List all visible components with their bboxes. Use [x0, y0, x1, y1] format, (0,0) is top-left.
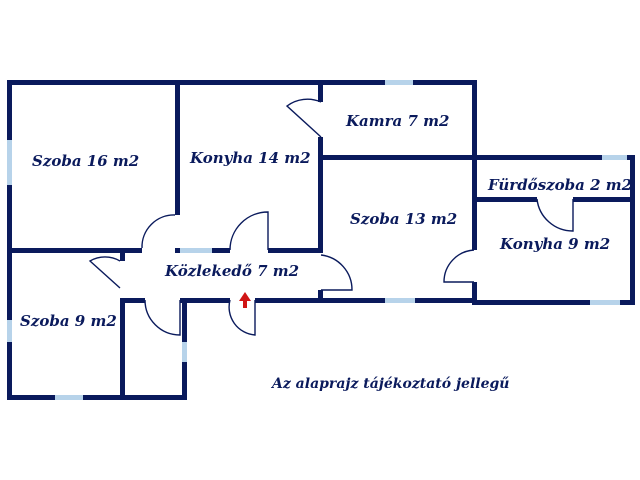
wall-annex-right [630, 155, 635, 305]
room-label-szoba13: Szoba 13 m2 [350, 210, 457, 228]
room-label-szoba9: Szoba 9 m2 [20, 312, 117, 330]
room-label-kozlekedo: Közlekedő 7 m2 [164, 262, 299, 280]
disclaimer-note: Az alaprajz tájékoztató jellegű [270, 376, 509, 392]
wall-kamra-bottom [318, 155, 477, 160]
wall-bottom-left [7, 395, 187, 400]
wall-furdo-bottom [477, 197, 537, 202]
window-left-2 [7, 320, 12, 342]
wall-annex-divider-b [472, 282, 477, 305]
wall-col-2b [318, 137, 323, 252]
room-labels: Szoba 16 m2 Konyha 14 m2 Kamra 7 m2 Fürd… [20, 112, 632, 392]
room-label-szoba16: Szoba 16 m2 [32, 152, 139, 170]
wall-szoba16-bottom [7, 248, 142, 253]
door-konyha14 [229, 211, 269, 251]
wall-corridor-bottom [120, 298, 145, 303]
doors [88, 98, 574, 336]
wall-corridor-bottom-3 [255, 298, 477, 303]
door-szoba9 [144, 299, 181, 336]
door-entrance [228, 299, 256, 336]
arrow-up-icon [239, 292, 251, 308]
room-label-furdoszoba: Fürdőszoba 2 m2 [487, 176, 632, 194]
wall-corridor-bottom-2 [180, 298, 230, 303]
window-top-1 [385, 80, 413, 85]
room-label-kamra: Kamra 7 m2 [345, 112, 449, 130]
wall-szoba13-left-low [472, 245, 477, 250]
wall-annex-top [472, 155, 635, 160]
wall-annex-divider-a [472, 160, 477, 245]
wall-annex-bottom [472, 300, 635, 305]
window-corridor-top [180, 248, 212, 253]
entrance-arrow-icon [239, 292, 251, 308]
wall-col-2 [318, 80, 323, 102]
wall-left [7, 80, 12, 400]
window-left-1 [7, 140, 12, 185]
door-szoba13 [320, 254, 353, 291]
door-konyha14-kamra [285, 98, 322, 138]
window-szoba13-bottom [385, 298, 415, 303]
window-annex-top [602, 155, 627, 160]
window-small-room [182, 342, 187, 362]
wall-col-1 [175, 80, 180, 215]
wall-corridor-right [318, 290, 323, 303]
windows [7, 80, 627, 400]
wall-szoba9-right-top [120, 253, 125, 261]
door-furdoszoba [536, 198, 574, 232]
wall-right-kamra [472, 80, 477, 160]
door-szoba16 [141, 214, 176, 249]
wall-szoba9-right [120, 298, 125, 400]
window-bottom-1 [55, 395, 83, 400]
wall-top-left [7, 80, 477, 85]
wall-konyha14-bottom-2 [268, 248, 323, 253]
room-label-konyha14: Konyha 14 m2 [189, 149, 311, 167]
room-label-konyha9: Konyha 9 m2 [499, 235, 610, 253]
window-annex-bottom [590, 300, 620, 305]
wall-furdo-bottom-2 [573, 197, 635, 202]
door-corridor-left [88, 256, 121, 289]
door-konyha9 [443, 249, 475, 283]
